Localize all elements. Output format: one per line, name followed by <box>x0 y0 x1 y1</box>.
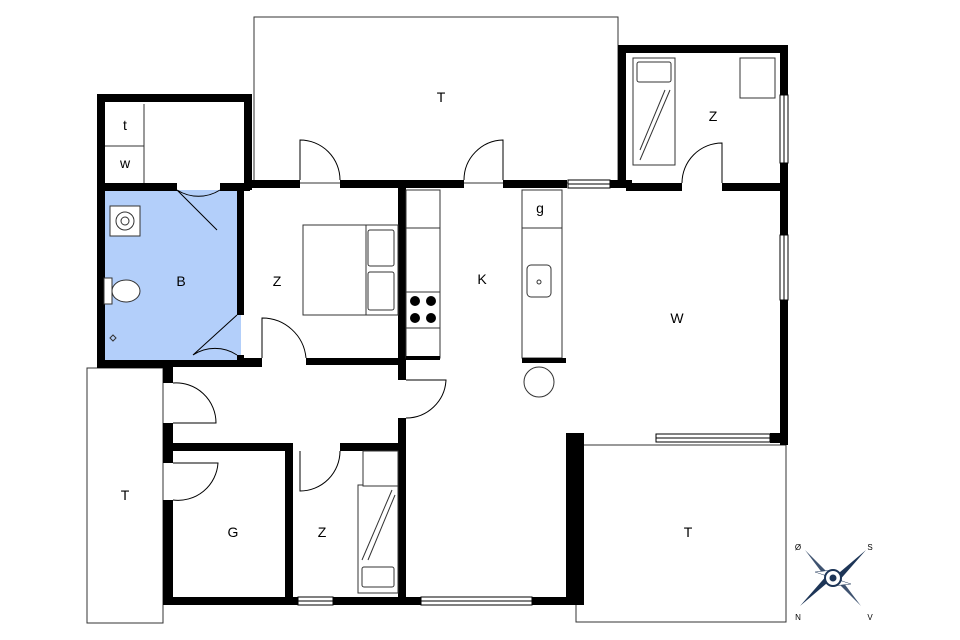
walls <box>97 45 788 605</box>
label-bathroom: B <box>176 273 185 289</box>
compass-label-bottom-right: V <box>867 613 873 622</box>
door-terrace-bedroom <box>299 139 341 181</box>
wardrobe <box>739 57 776 99</box>
label-terrace-left: T <box>121 487 130 503</box>
terrace-bottom-right <box>575 444 787 623</box>
label-storage-w: w <box>119 155 131 171</box>
label-bedroom-bottom: Z <box>318 524 327 540</box>
label-kitchen: K <box>477 271 487 287</box>
toilet <box>103 277 113 305</box>
label-storage-t: t <box>123 117 127 133</box>
label-kitchen-g: g <box>536 200 544 216</box>
terrace-left <box>86 367 164 624</box>
door-hall-kitchen <box>405 379 447 419</box>
furniture <box>103 57 776 594</box>
compass-label-top-right: S <box>867 543 872 552</box>
door-bath-bottom <box>192 314 238 356</box>
label-terrace-top: T <box>437 89 446 105</box>
door-left-terrace <box>172 382 217 424</box>
compass-label-top-left: Ø <box>795 543 801 552</box>
compass-rose-icon: Ø S N V <box>795 543 873 622</box>
label-living: W <box>670 310 684 326</box>
compass-label-bottom-left: N <box>795 613 801 622</box>
label-bedroom-center: Z <box>273 273 282 289</box>
label-terrace-bottom-right: T <box>684 524 693 540</box>
round-table <box>523 366 555 398</box>
stove <box>405 291 441 329</box>
terrace-top <box>253 16 619 184</box>
door-bedroom-center <box>261 317 307 359</box>
kitchen-bottom-walls <box>406 356 566 363</box>
door-g-room <box>172 462 219 501</box>
doors <box>172 139 723 501</box>
kitchen-counter-left <box>405 189 441 359</box>
door-bedroom-bottom <box>299 450 341 492</box>
door-bath-top <box>176 189 221 231</box>
door-bedroom-top-right <box>681 142 723 184</box>
label-room-g: G <box>228 524 239 540</box>
door-terrace-kitchen <box>463 139 504 181</box>
label-bedroom-top-right: Z <box>709 108 718 124</box>
window-panes <box>298 95 785 602</box>
